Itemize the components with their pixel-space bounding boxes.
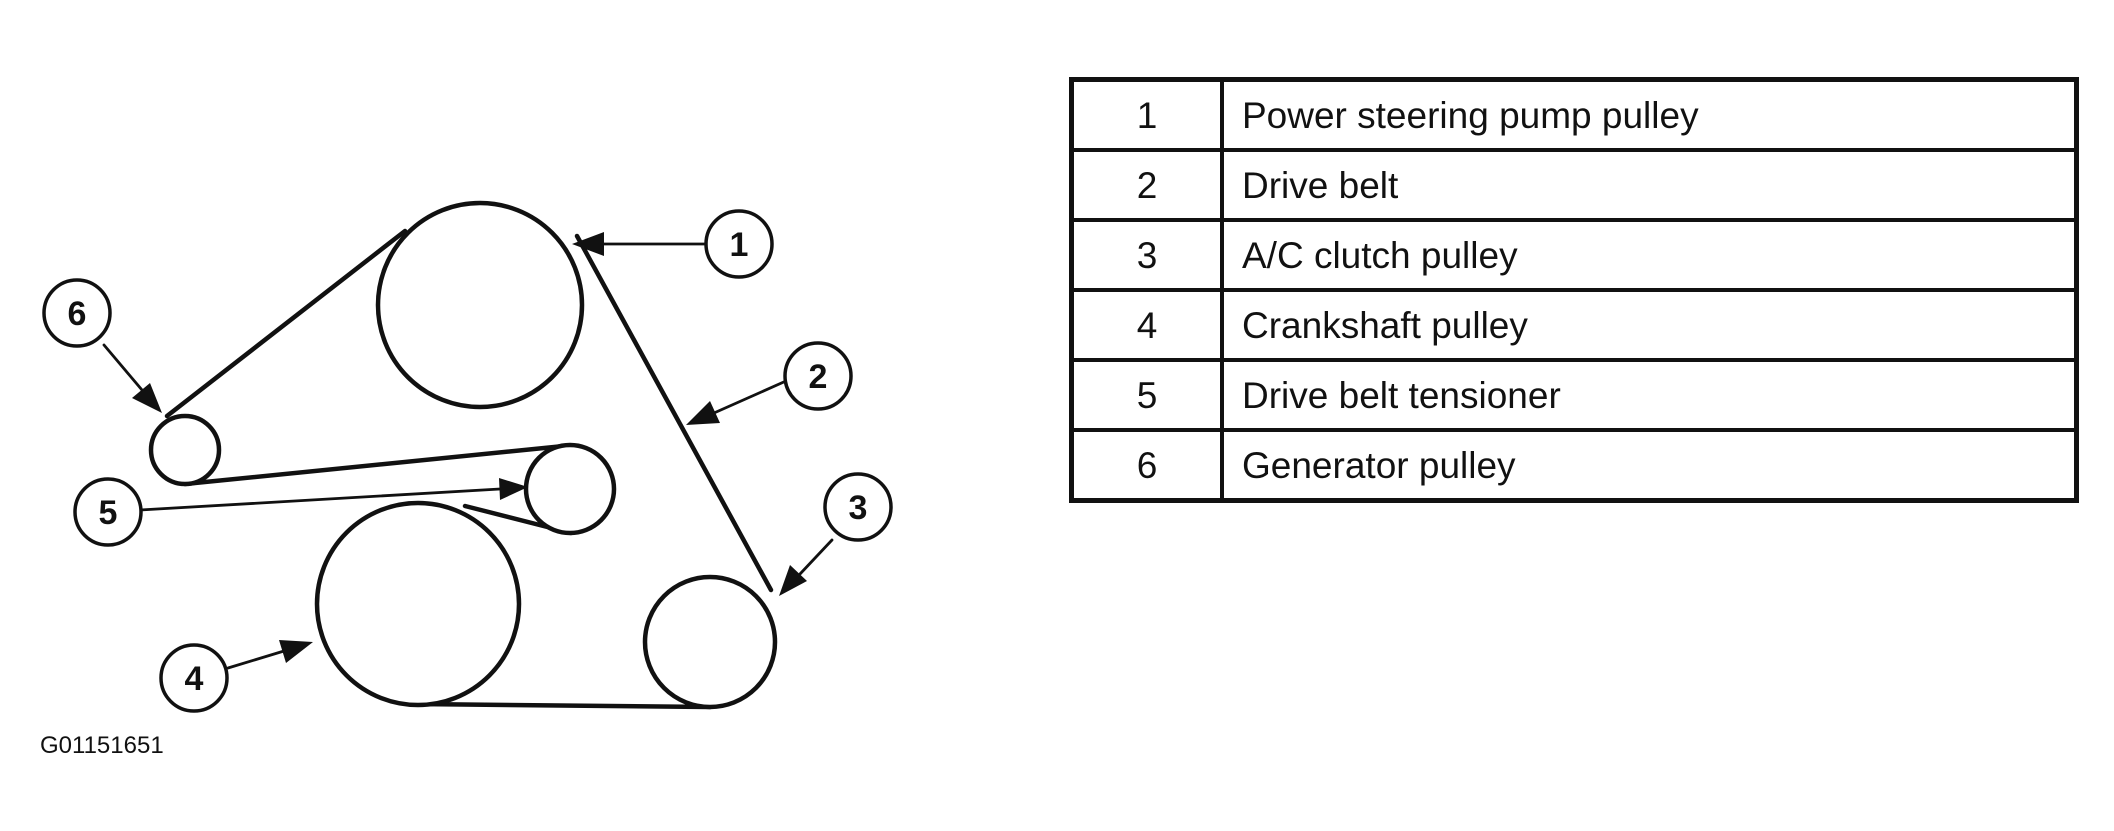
legend-number: 6 [1069,428,1224,503]
ac-clutch-pulley [642,574,778,710]
callout-6: 6 [42,278,112,348]
leader-3 [779,538,834,596]
legend-number: 2 [1069,148,1224,222]
callout-3-label: 3 [849,489,868,527]
drive-belt [164,228,774,710]
drive-belt-tensioner [523,442,617,536]
legend-description: Generator pulley [1220,428,2079,503]
leader-2 [686,379,788,425]
legend-row: 3 A/C clutch pulley [1069,218,2079,292]
legend-description: Power steering pump pulley [1220,77,2079,152]
legend-table: 1 Power steering pump pulley 2 Drive bel… [1069,77,2079,503]
legend-description: Crankshaft pulley [1220,288,2079,362]
callout-1-label: 1 [730,226,749,264]
crankshaft-pulley [314,500,522,708]
legend-row: 6 Generator pulley [1069,428,2079,503]
legend-row: 4 Crankshaft pulley [1069,288,2079,362]
callout-4: 4 [159,643,229,713]
power-steering-pump-pulley [375,200,585,410]
callout-6-label: 6 [68,295,87,333]
legend-row: 2 Drive belt [1069,148,2079,222]
legend-number: 1 [1069,77,1224,152]
leader-5 [138,478,528,512]
legend-description: A/C clutch pulley [1220,218,2079,292]
figure-id: G01151651 [40,732,164,759]
callout-3: 3 [823,472,893,542]
legend-number: 3 [1069,218,1224,292]
leader-6 [102,343,162,413]
callout-2: 2 [783,341,853,411]
callout-1: 1 [704,209,774,279]
legend-number: 4 [1069,288,1224,362]
callout-5: 5 [73,477,143,547]
legend-description: Drive belt tensioner [1220,358,2079,432]
callout-4-label: 4 [185,660,204,698]
legend-row: 1 Power steering pump pulley [1069,77,2079,152]
callout-5-label: 5 [99,494,118,532]
legend-description: Drive belt [1220,148,2079,222]
leader-4 [226,640,313,670]
generator-pulley [148,413,222,487]
legend-number: 5 [1069,358,1224,432]
callout-2-label: 2 [809,358,828,396]
legend-row: 5 Drive belt tensioner [1069,358,2079,432]
leader-1 [572,232,707,256]
